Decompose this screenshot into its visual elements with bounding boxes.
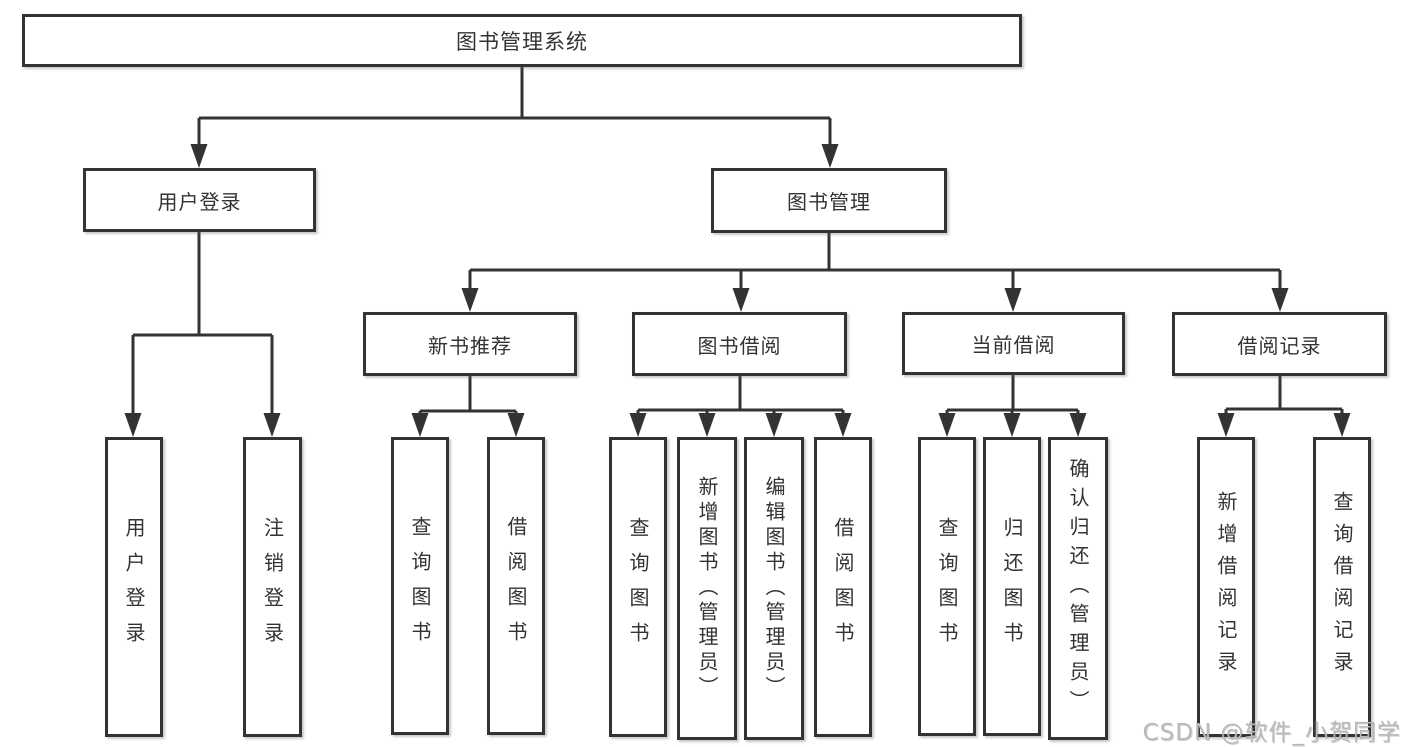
node-label: 查询图书	[626, 517, 650, 657]
node-label: 借阅图书	[504, 516, 528, 656]
leaf-edit-book-admin: 编辑图书（管理员）	[744, 437, 804, 740]
node-label: 新增借阅记录	[1214, 491, 1238, 683]
node-current-borrow: 当前借阅	[902, 312, 1125, 375]
leaf-query-book-1: 查询图书	[391, 437, 449, 735]
leaf-borrow-book-2: 借阅图书	[814, 437, 872, 737]
leaf-borrow-book-1: 借阅图书	[487, 437, 545, 735]
arrowheads	[124, 144, 1351, 437]
node-label: 图书管理	[787, 190, 871, 214]
node-label: 借阅图书	[831, 517, 855, 657]
leaf-return-book: 归还图书	[983, 437, 1041, 736]
node-label: 查询图书	[935, 516, 959, 657]
node-user-login: 用户登录	[83, 168, 316, 232]
leaf-logout: 注销登录	[243, 437, 302, 737]
leaf-query-borrow-record: 查询借阅记录	[1313, 437, 1371, 737]
node-label: 查询图书	[408, 516, 432, 656]
node-label: 当前借阅	[971, 333, 1056, 357]
csdn-watermark: CSDN @软件_小贺同学	[1142, 720, 1401, 746]
leaf-user-login: 用户登录	[105, 437, 163, 737]
node-book-borrow: 图书借阅	[632, 312, 847, 376]
leaf-add-borrow-record: 新增借阅记录	[1197, 437, 1255, 737]
node-label: 用户登录	[122, 517, 146, 657]
node-label: 新增图书（管理员）	[695, 476, 719, 701]
node-label: 确认归还（管理员）	[1066, 458, 1090, 719]
node-label: 注销登录	[260, 517, 285, 657]
node-borrow-record: 借阅记录	[1172, 312, 1387, 376]
leaf-query-book-3: 查询图书	[918, 437, 976, 736]
node-label: 新书推荐	[428, 333, 512, 358]
leaf-add-book-admin: 新增图书（管理员）	[677, 437, 737, 740]
node-book-management: 图书管理	[711, 168, 947, 233]
node-label: 查询借阅记录	[1330, 491, 1354, 683]
node-library-management-system: 图书管理系统	[22, 14, 1022, 67]
node-label: 用户登录	[157, 189, 242, 214]
leaf-confirm-return-admin: 确认归还（管理员）	[1048, 437, 1108, 740]
node-label: 图书借阅	[697, 333, 782, 358]
node-label: 借阅记录	[1237, 333, 1322, 358]
node-new-book-recommend: 新书推荐	[363, 312, 577, 376]
node-label: 图书管理系统	[456, 29, 588, 54]
node-label: 编辑图书（管理员）	[762, 476, 786, 701]
leaf-query-book-2: 查询图书	[609, 437, 667, 737]
node-label: 归还图书	[1000, 516, 1024, 657]
